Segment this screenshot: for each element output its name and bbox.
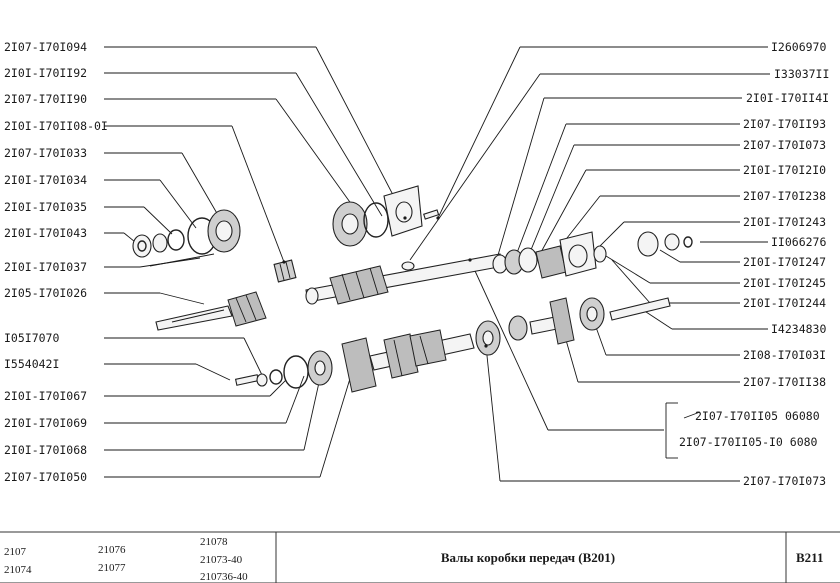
title-block: 2107 21074 21076 21077 21078 21073-40 21… [0,531,840,583]
label-left-1: 2I0I-I70II92 [4,66,87,80]
model-21076: 21076 [98,544,126,556]
label-left-2: 2I07-I70II90 [4,92,87,106]
needle-bearing [273,259,297,283]
model-2107: 2107 [4,546,27,558]
label-right-7: 2I0I-I70I243 [743,215,826,229]
sheet-title: Валы коробки передач (В201) [441,550,615,565]
label-right-3: 2I07-I70II93 [743,117,826,131]
left-labels: 2I07-I70I094 2I0I-I70II92 2I07-I70II90 2… [4,40,108,484]
label-right-10: 2I0I-I70I245 [743,276,826,290]
label-left-11: I554042I [4,357,59,371]
label-bracket-0: 2I07-I70II05 06080 [695,409,820,423]
rear-bearing-upper [332,185,440,271]
model-21077: 21077 [98,562,126,574]
model-21074: 21074 [4,564,32,576]
label-right-1: I33037II [774,67,829,81]
rear-shaft-assembly [492,231,693,279]
bracket-shape [665,402,701,459]
countershaft-front [234,350,333,389]
label-left-12: 2I0I-I70I067 [4,389,87,403]
label-right-12: I4234830 [771,322,826,336]
label-bracket-1: 2I07-I70II05-I0 6080 [679,435,818,449]
label-bottom-right: 2I07-I70I073 [743,474,826,488]
label-right-13: 2I08-I70I03I [743,348,826,362]
label-right-6: 2I07-I70I238 [743,189,826,203]
leader-lines-left [104,46,406,478]
input-shaft [155,291,267,331]
label-left-6: 2I0I-I70I035 [4,200,87,214]
front-bearing-parts [132,209,241,267]
label-right-14: 2I07-I70II38 [743,375,826,389]
label-left-5: 2I0I-I70I034 [4,173,87,187]
label-left-10: I05I7070 [4,331,59,345]
label-left-15: 2I07-I70I050 [4,470,87,484]
label-left-14: 2I0I-I70I068 [4,443,87,457]
label-left-7: 2I0I-I70I043 [4,226,87,240]
label-right-9: 2I0I-I70I247 [743,255,826,269]
label-left-4: 2I07-I70I033 [4,146,87,160]
countershaft [341,329,475,393]
label-right-0: I2606970 [771,40,826,54]
label-left-9: 2I05-I70I026 [4,286,87,300]
main-shaft [305,253,505,305]
leader-points [282,216,488,348]
label-left-0: 2I07-I70I094 [4,40,87,54]
model-210736-40: 210736-40 [200,571,248,583]
label-left-13: 2I0I-I70I069 [4,416,87,430]
model-21073-40: 21073-40 [200,554,243,566]
right-labels: I2606970 I33037II 2I0I-I70II4I 2I07-I70I… [679,40,829,488]
sheet-code: В211 [796,550,823,565]
label-right-11: 2I0I-I70I244 [743,296,826,310]
label-right-8: II066276 [771,235,826,249]
lower-bearings [475,297,671,356]
label-left-8: 2I0I-I70I037 [4,260,87,274]
label-right-2: 2I0I-I70II4I [746,91,829,105]
label-left-3: 2I0I-I70II08-0I [4,119,108,133]
label-right-5: 2I0I-I70I2I0 [743,163,826,177]
model-21078: 21078 [200,536,228,548]
label-right-4: 2I07-I70I073 [743,138,826,152]
